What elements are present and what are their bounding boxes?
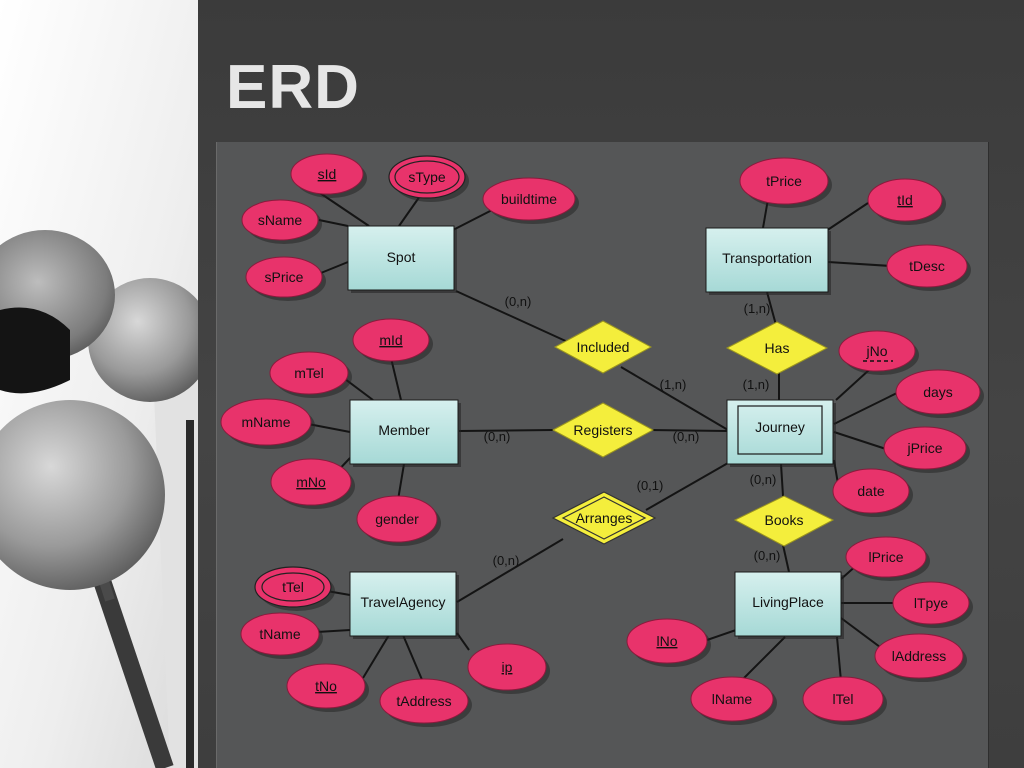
attribute-tAddress: tAddress [379,678,472,727]
cardinality-arranges-journey: (0,1) [637,478,664,493]
entity-transportation: Transportation [705,227,831,295]
attribute-mNo: mNo [270,458,355,509]
attribute-ip: ip [467,643,550,694]
decorative-pushpin-photo [0,0,198,768]
entity-transportation-label: Transportation [722,250,812,266]
erd-panel: Spot Transportation Member Journey Trave… [216,142,989,768]
entity-journey: Journey [726,399,836,467]
cardinality-has-journey: (1,n) [743,377,770,392]
entity-member: Member [349,399,461,467]
cardinality-included-journey: (1,n) [660,377,687,392]
attribute-mId: mId [352,318,433,365]
relationship-books-label: Books [765,512,804,528]
attribute-sId: sId [290,153,367,198]
attribute-lTpye: lTpye [892,581,973,628]
attribute-date: date [832,468,913,517]
attribute-lAddress: lAddress [874,633,967,682]
attribute-lTel-label: lTel [832,691,853,707]
relationship-has-label: Has [765,340,790,356]
entity-spot: Spot [347,225,457,293]
relationship-books: Books [733,495,835,547]
attribute-tId: tId [867,178,946,225]
attribute-mName-label: mName [241,414,290,430]
attribute-tPrice-label: tPrice [766,173,802,189]
cardinality-books-living: (0,n) [754,548,781,563]
attribute-buildtime-label: buildtime [501,191,557,207]
attribute-tTel-label: tTel [282,579,304,595]
attribute-jPrice-label: jPrice [906,440,942,456]
attribute-lAddress-label: lAddress [892,648,946,664]
attribute-gender-label: gender [375,511,419,527]
attribute-tDesc: tDesc [886,244,971,291]
erd-diagram: Spot Transportation Member Journey Trave… [220,153,984,727]
relationship-included: Included [553,320,653,374]
attribute-sType-label: sType [408,169,446,185]
attribute-lName-label: lName [712,691,753,707]
attribute-sPrice: sPrice [245,256,326,301]
attribute-lName: lName [690,676,777,725]
attribute-jNo-label: jNo [865,343,887,359]
cardinality-labels: (0,n) (1,n) (1,n) (1,n) (0,n) (0,n) (0,1… [484,294,781,568]
attribute-sId-label: sId [318,166,337,182]
relationship-registers-label: Registers [573,422,632,438]
attribute-tNo-label: tNo [315,678,337,694]
attribute-lTpye-label: lTpye [914,595,948,611]
cardinality-spot-included: (0,n) [505,294,532,309]
entity-member-label: Member [378,422,430,438]
attribute-buildtime: buildtime [482,177,579,224]
relationship-has: Has [725,321,829,375]
cardinality-trans-has: (1,n) [744,301,771,316]
attribute-tNo: tNo [286,663,369,712]
connector-lines [302,185,900,684]
attribute-sName-label: sName [258,212,303,228]
entity-travelagency: TravelAgency [349,571,459,639]
cardinality-member-registers: (0,n) [484,429,511,444]
attribute-sPrice-label: sPrice [265,269,304,285]
attribute-lTel: lTel [802,676,887,725]
attribute-tAddress-label: tAddress [396,693,451,709]
attribute-lPrice: lPrice [845,536,930,581]
attribute-sName: sName [241,199,322,244]
cardinality-agency-arranges: (0,n) [493,553,520,568]
cardinality-journey-books: (0,n) [750,472,777,487]
relationship-registers: Registers [551,402,655,458]
entity-spot-label: Spot [387,249,416,265]
entity-livingplace-label: LivingPlace [752,594,824,610]
attribute-ip-label: ip [502,659,513,675]
attribute-gender: gender [356,495,441,546]
attribute-days-label: days [923,384,953,400]
attribute-lNo: lNo [626,618,711,667]
attribute-jPrice: jPrice [883,426,970,473]
attribute-mNo-label: mNo [296,474,326,490]
attribute-sType: sType [388,155,469,202]
attribute-days: days [895,369,984,418]
attribute-mTel-label: mTel [294,365,324,381]
attribute-tTel: tTel [254,566,335,611]
attribute-tId-label: tId [897,192,913,208]
attribute-mTel: mTel [269,351,352,398]
attribute-tPrice: tPrice [739,157,832,208]
attribute-tName-label: tName [259,626,300,642]
attribute-mName: mName [220,398,315,449]
entity-journey-label: Journey [755,419,805,435]
slide-title: ERD [226,53,360,122]
cardinality-registers-journey: (0,n) [673,429,700,444]
relationship-arranges-label: Arranges [576,510,633,526]
attribute-mId-label: mId [379,332,402,348]
entity-livingplace: LivingPlace [734,571,844,639]
attribute-jNo: jNo [838,330,919,375]
attribute-lNo-label: lNo [656,633,677,649]
attribute-lPrice-label: lPrice [868,549,903,565]
relationship-arranges: Arranges [551,491,657,545]
attribute-date-label: date [857,483,884,499]
attribute-tDesc-label: tDesc [909,258,945,274]
attribute-tName: tName [240,612,323,659]
relationship-included-label: Included [577,339,630,355]
entity-travelagency-label: TravelAgency [360,594,445,610]
